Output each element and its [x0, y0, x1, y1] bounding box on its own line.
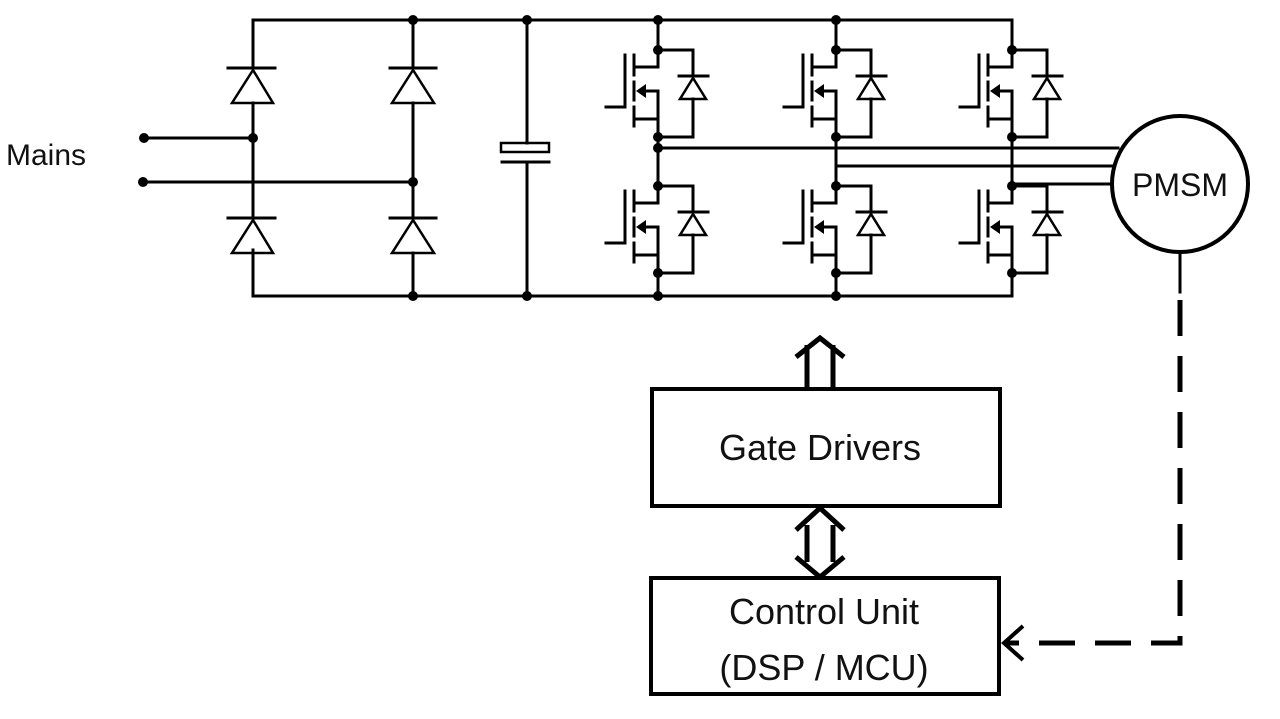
mains-label: Mains [6, 139, 86, 172]
mosfet-icon [958, 181, 1064, 278]
mosfet-icon [782, 45, 888, 142]
capacitor-icon [499, 18, 551, 298]
mains-terminals [138, 133, 418, 187]
diode-icon [1010, 184, 1064, 275]
pmsm-motor: PMSM [1110, 114, 1250, 294]
inverter-bridge [604, 18, 1064, 298]
mosfet-icon [958, 45, 1064, 142]
mosfet-icon [604, 45, 710, 142]
control-unit-block: Control Unit (DSP / MCU) [649, 576, 1001, 696]
mosfet-icon [604, 181, 710, 278]
gate-signal-arrow [794, 334, 846, 388]
gate-drivers-block: Gate Drivers [650, 387, 1002, 508]
diode-icon [1010, 48, 1064, 139]
control-unit-label: Control Unit [729, 591, 919, 632]
control-unit-sublabel: (DSP / MCU) [719, 647, 928, 688]
phase-lines [653, 143, 1120, 186]
motor-label: PMSM [1132, 167, 1228, 203]
diode-icon [834, 184, 888, 275]
mosfet-icon [782, 181, 888, 278]
diode-icon [226, 216, 277, 298]
rectifier-bridge [226, 18, 438, 298]
diode-icon [388, 18, 438, 220]
diode-icon [656, 184, 710, 275]
diode-icon [656, 48, 710, 139]
bidirectional-arrow [794, 504, 846, 581]
diode-icon [834, 48, 888, 139]
diode-icon [226, 18, 277, 220]
diode-icon [388, 216, 438, 298]
gate-drivers-label: Gate Drivers [719, 427, 921, 468]
feedback-line [1001, 300, 1183, 662]
